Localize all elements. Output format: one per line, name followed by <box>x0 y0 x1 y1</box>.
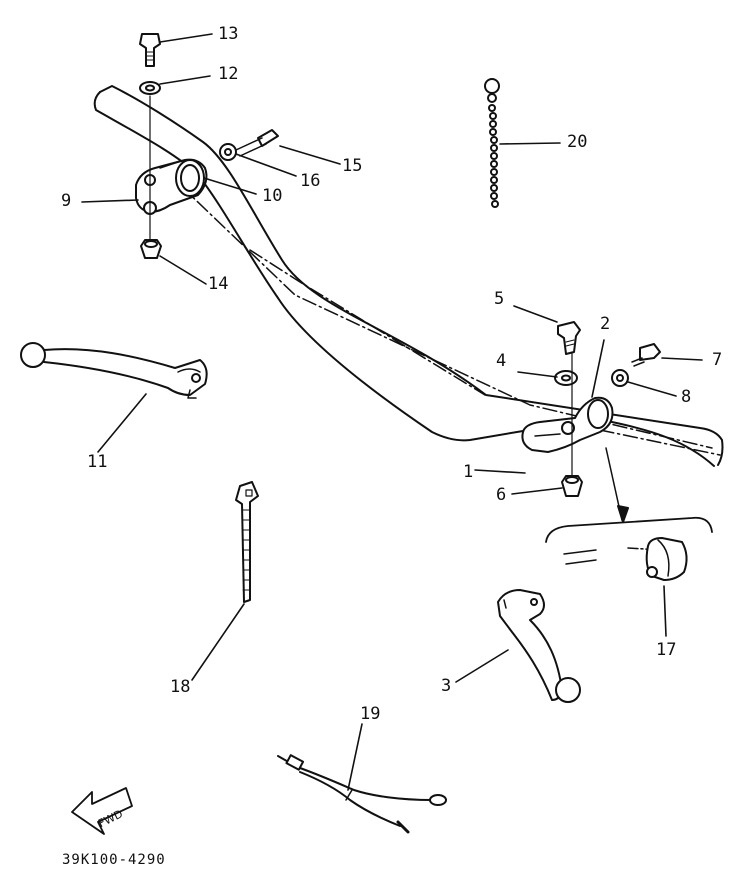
part-label-16: 16 <box>300 171 321 191</box>
cable-band <box>235 481 259 603</box>
detail-bracket <box>545 447 713 543</box>
lead-wire <box>277 754 447 834</box>
chain <box>484 78 500 208</box>
brake-nut <box>140 239 162 259</box>
brake-lever-holder <box>135 158 208 215</box>
clamp-washer <box>219 143 237 161</box>
part-label-12: 12 <box>218 64 239 84</box>
handlebar <box>93 85 724 467</box>
brake-washer <box>139 81 161 95</box>
part-label-9: 9 <box>61 191 72 211</box>
lever-nut <box>561 475 583 497</box>
clutch-lever <box>497 589 581 703</box>
pivot-bolt <box>557 321 581 355</box>
part-label-15: 15 <box>342 156 363 176</box>
part-label-7: 7 <box>712 350 723 370</box>
part-label-20: 20 <box>567 132 588 152</box>
part-label-4: 4 <box>496 351 507 371</box>
part-label-17: 17 <box>656 640 677 660</box>
adjust-bolt <box>631 343 661 367</box>
part-label-11: 11 <box>87 452 108 472</box>
clutch-lever-holder <box>521 396 614 453</box>
part-label-5: 5 <box>494 289 505 309</box>
adjust-nut <box>611 369 629 387</box>
brake-pivot-bolt <box>139 33 161 67</box>
brake-lever <box>20 342 208 399</box>
part-label-6: 6 <box>496 485 507 505</box>
part-label-13: 13 <box>218 24 239 44</box>
clamp-bolt <box>235 129 279 157</box>
part-label-10: 10 <box>262 186 283 206</box>
part-label-19: 19 <box>360 704 381 724</box>
switch-assembly <box>563 537 688 581</box>
part-label-2: 2 <box>600 314 611 334</box>
diagram-code: 39K100-4290 <box>62 852 166 868</box>
part-label-14: 14 <box>208 274 229 294</box>
pivot-washer <box>554 370 578 386</box>
part-label-3: 3 <box>441 676 452 696</box>
leader-lines <box>81 33 703 791</box>
part-label-1: 1 <box>463 462 474 482</box>
part-label-18: 18 <box>170 677 191 697</box>
fwd-arrow-icon <box>71 787 133 835</box>
part-label-8: 8 <box>681 387 692 407</box>
